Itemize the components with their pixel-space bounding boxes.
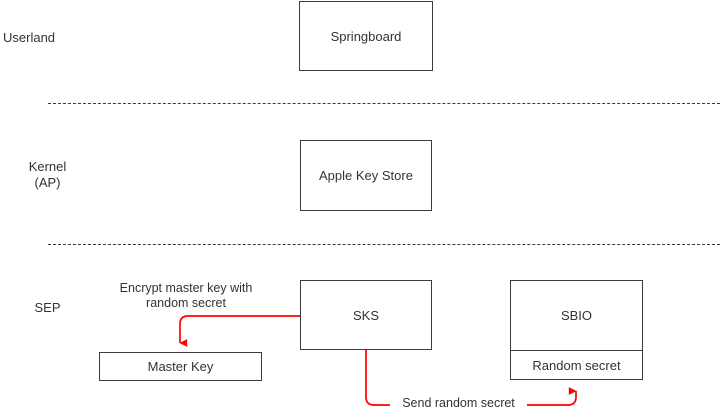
zone-divider-kernel-sep [48,244,720,245]
node-master-key[interactable]: Master Key [99,352,262,381]
zone-label-sep: SEP [34,300,61,315]
wire-send-secret-left [365,350,392,406]
node-sbio[interactable]: SBIO Random secret [510,280,643,380]
wire-encrypt-master-key [179,315,300,347]
node-sks[interactable]: SKS [300,280,432,350]
node-sbio-title: SBIO [560,308,593,323]
wire-send-secret-right [521,387,577,406]
edge-label-send-random-secret: Send random secret [390,396,527,410]
node-random-secret[interactable]: Random secret [511,350,642,379]
zone-label-userland: Userland [3,30,56,45]
edge-label-encrypt: Encrypt master key with random secret [102,281,270,310]
zone-label-kernel: Kernel (AP) [28,159,67,190]
zone-divider-userland-kernel [48,103,720,104]
node-apple-key-store[interactable]: Apple Key Store [300,140,432,211]
node-springboard[interactable]: Springboard [299,1,433,71]
